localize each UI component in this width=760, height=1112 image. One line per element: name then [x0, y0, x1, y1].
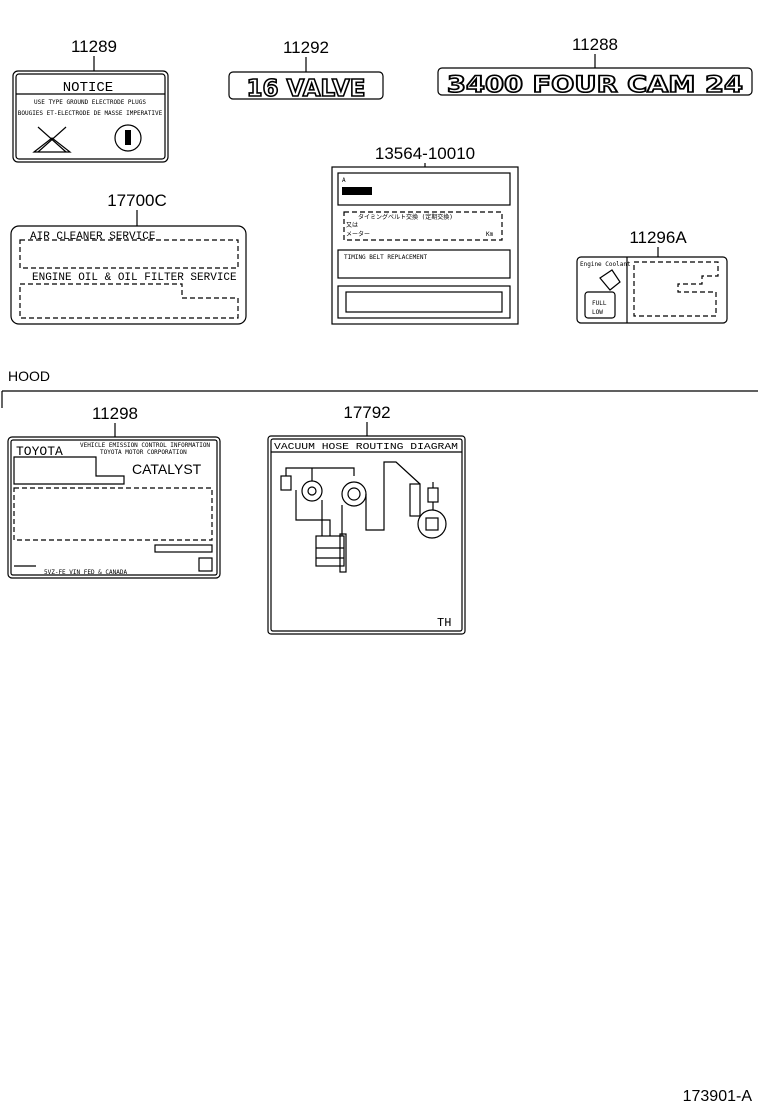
notice-line-2: BOUGIES ET-ELECTRODE DE MASSE IMPERATIVE: [18, 110, 163, 117]
part-number-11289: 11289: [71, 37, 117, 56]
timing-row-2: メーター: [346, 230, 370, 238]
emblem-16-valve: 16 VALVE: [246, 76, 365, 102]
timing-row-1: 又は: [346, 222, 358, 229]
coolant-low: LOW: [592, 309, 603, 316]
timing-tag: A: [342, 177, 346, 184]
no-spark-plug-icon: [32, 126, 72, 153]
part-number-13564-10010: 13564-10010: [375, 144, 475, 163]
timing-belt-text: TIMING BELT REPLACEMENT: [344, 254, 427, 261]
part-number-17792: 17792: [343, 403, 390, 422]
vacuum-title: VACUUM HOSE ROUTING DIAGRAM: [274, 442, 458, 452]
engine-oil-service: ENGINE OIL & OIL FILTER SERVICE: [32, 272, 237, 284]
part-17700c: 17700C AIR CLEANER SERVICE ENGINE OIL & …: [10, 191, 247, 325]
coolant-title: Engine Coolant: [580, 261, 631, 268]
figure-id: 173901-A: [683, 1088, 753, 1105]
part-number-11298: 11298: [92, 404, 138, 423]
part-11296a: 11296A Engine Coolant FULL LOW: [576, 228, 728, 324]
emblem-3400-four-cam-24: 3400 FOUR CAM 24: [447, 73, 743, 98]
coolant-full: FULL: [592, 300, 607, 307]
timing-unit: Km: [486, 231, 494, 238]
part-number-11292: 11292: [283, 38, 329, 57]
part-number-11288: 11288: [572, 35, 618, 54]
timing-kanji: タイミングベルト交換 (定期交換): [358, 213, 453, 221]
coolant-reservoir-icon: [584, 269, 621, 319]
part-number-17700c: 17700C: [107, 191, 167, 210]
vacuum-corner-code: TH: [437, 616, 451, 630]
info-circle-icon: [114, 124, 142, 152]
emission-heading-1: VEHICLE EMISSION CONTROL INFORMATION: [80, 442, 210, 449]
notice-title: NOTICE: [63, 80, 113, 96]
emission-catalyst: CATALYST: [132, 461, 202, 477]
part-11288: 11288 3400 FOUR CAM 24: [437, 35, 753, 99]
part-11289: 11289 NOTICE USE TYPE GROUND ELECTRODE P…: [12, 37, 169, 163]
part-11292: 11292 16 VALVE: [228, 38, 384, 103]
air-cleaner-service: AIR CLEANER SERVICE: [30, 231, 156, 243]
part-11298: 11298 TOYOTA VEHICLE EMISSION CONTROL IN…: [7, 404, 221, 579]
part-number-11296a: 11296A: [629, 228, 687, 247]
emission-footer: 5VZ-FE VIN FED & CANADA: [44, 569, 127, 576]
emission-brand: TOYOTA: [16, 444, 63, 459]
section-label-hood: HOOD: [8, 368, 50, 384]
notice-line-1: USE TYPE GROUND ELECTRODE PLUGS: [34, 99, 146, 106]
vacuum-hose-schematic: [280, 461, 447, 573]
part-17792: 17792 VACUUM HOSE ROUTING DIAGRAM: [267, 403, 466, 635]
part-13564-10010: 13564-10010 A タイミングベルト交換 (定期交換) 又は メーター …: [331, 144, 519, 325]
emission-heading-2: TOYOTA MOTOR CORPORATION: [100, 449, 187, 456]
